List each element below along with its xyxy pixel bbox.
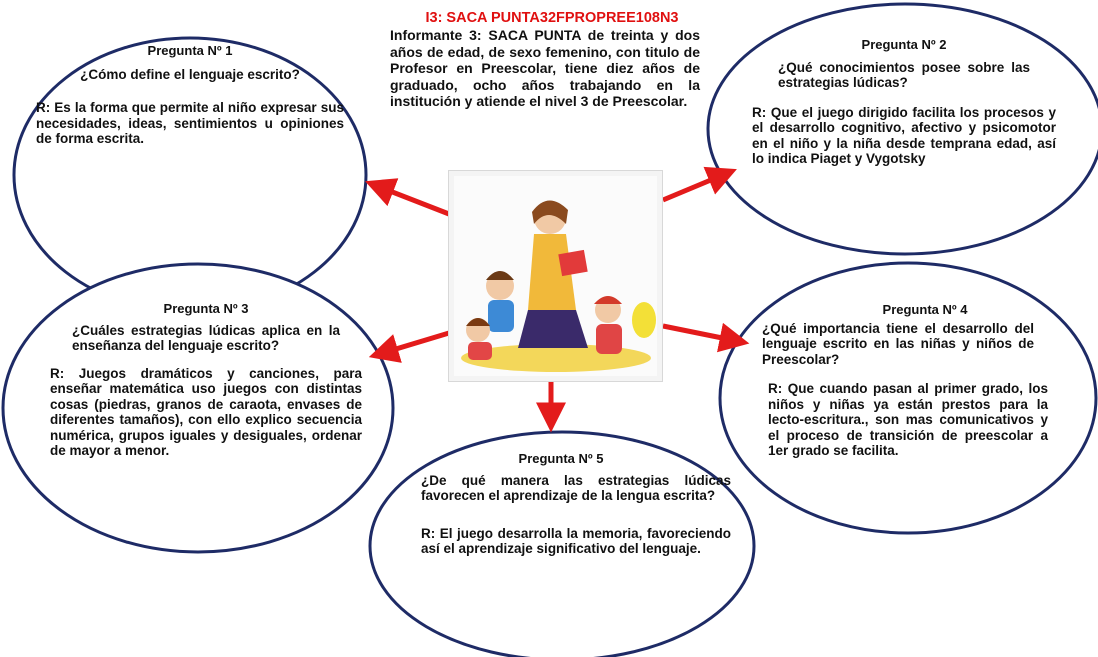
question-3-text: ¿Cuáles estrategias lúdicas aplica en la… (72, 322, 340, 354)
question-5-answer: R: El juego desarrolla la memoria, favor… (421, 525, 731, 557)
question-1-block: Pregunta Nº 1 ¿Cómo define el lenguaje e… (36, 43, 344, 147)
question-4-title: Pregunta Nº 4 (882, 302, 968, 317)
question-4-block: Pregunta Nº 4 ¿Qué importancia tiene el … (762, 302, 1052, 459)
oval-question-2 (706, 2, 1098, 256)
question-4-text: ¿Qué importancia tiene el desarrollo del… (762, 320, 1034, 367)
question-1-title: Pregunta Nº 1 (147, 43, 233, 58)
arrow-to-question-4 (662, 322, 750, 353)
arrow-to-question-3 (368, 330, 450, 363)
arrow-to-question-1 (365, 178, 450, 217)
informant-description: Informante 3: SACA PUNTA de treinta y do… (390, 27, 700, 109)
question-2-block: Pregunta Nº 2 ¿Qué conocimientos posee s… (752, 37, 1056, 167)
question-5-block: Pregunta Nº 5 ¿De qué manera las estrate… (421, 451, 731, 557)
question-2-text: ¿Qué conocimientos posee sobre las estra… (778, 59, 1030, 91)
question-3-block: Pregunta Nº 3 ¿Cuáles estrategias lúdica… (50, 301, 362, 459)
informant-code: I3: SACA PUNTA32FPROPREE108N3 (425, 10, 679, 26)
question-1-answer: R: Es la forma que permite al niño expre… (36, 100, 344, 146)
question-5-title: Pregunta Nº 5 (518, 451, 604, 466)
oval-question-4 (718, 261, 1098, 535)
question-2-title: Pregunta Nº 2 (861, 37, 947, 52)
question-3-answer: R: Juegos dramáticos y canciones, para e… (50, 365, 362, 459)
question-5-text: ¿De qué manera las estrategias lúdicas f… (421, 472, 731, 504)
question-1-text: ¿Cómo define el lenguaje escrito? (80, 66, 300, 82)
question-4-answer: R: Que cuando pasan al primer grado, los… (768, 381, 1048, 458)
question-2-answer: R: Que el juego dirigido facilita los pr… (752, 104, 1056, 167)
teacher-children-illustration (448, 170, 663, 382)
oval-question-3 (1, 262, 395, 554)
arrow-to-question-2 (662, 166, 737, 203)
question-3-title: Pregunta Nº 3 (163, 301, 249, 316)
